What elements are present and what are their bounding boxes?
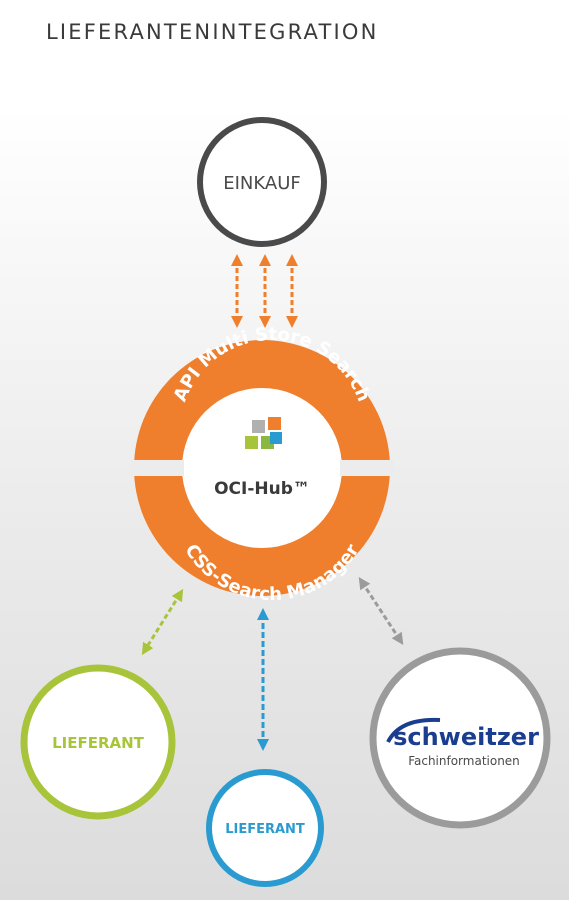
gray-arrow <box>358 576 404 646</box>
oci-hub-logo-icon <box>245 417 282 449</box>
hub-gap-left <box>130 460 184 476</box>
lieferant-center-label: LIEFERANT <box>225 822 305 837</box>
einkauf-label: EINKAUF <box>223 173 300 194</box>
schweitzer-sub: Fachinformationen <box>408 754 520 768</box>
schweitzer-name: schweitzer <box>393 723 539 751</box>
oci-hub: API Multi Store Search CSS-Search Manage… <box>130 324 394 605</box>
einkauf-hub-arrows <box>231 254 298 328</box>
oci-hub-label: OCI-Hub™ <box>214 479 310 499</box>
schweitzer-swoosh-icon <box>386 717 441 744</box>
green-arrow <box>141 588 184 656</box>
schweitzer-logo: schweitzer Fachinformationen <box>386 717 539 768</box>
hub-center <box>182 388 342 548</box>
schweitzer-node: schweitzer Fachinformationen <box>369 647 551 829</box>
hub-gap-right <box>340 460 394 476</box>
page-title: LIEFERANTENINTEGRATION <box>46 20 379 44</box>
einkauf-node: EINKAUF <box>197 117 327 247</box>
lieferant-left-label: LIEFERANT <box>52 734 145 752</box>
lieferant-left-node: LIEFERANT <box>20 664 176 820</box>
lieferant-center-node: LIEFERANT <box>206 769 324 887</box>
